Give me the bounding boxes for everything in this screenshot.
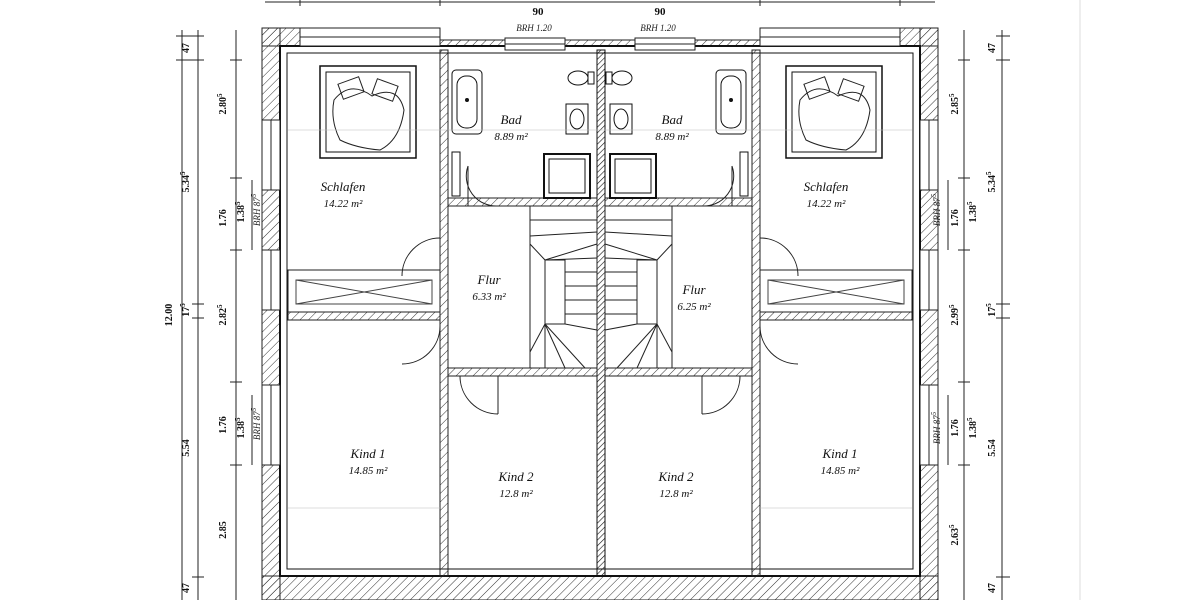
room-kind1-left: Kind 1 14.85 m² xyxy=(349,446,388,477)
rdim-263: 2.635 xyxy=(948,524,961,546)
top-dim-right: 90 xyxy=(655,6,667,18)
ldim-280: 2.805 xyxy=(216,93,229,115)
rdim-285: 2.855 xyxy=(948,93,961,115)
staircase-left xyxy=(529,205,598,369)
toilet-icon xyxy=(567,70,595,86)
ldim-47-top: 47 xyxy=(181,43,192,53)
room-area: 14.22 m² xyxy=(807,198,846,210)
room-name: Bad xyxy=(662,112,683,127)
room-area: 8.89 m² xyxy=(494,131,528,143)
room-name: Flur xyxy=(681,282,706,297)
room-flur-left: Flur 6.33 m² xyxy=(472,272,506,303)
room-name: Schlafen xyxy=(804,179,849,194)
bathtub-icon xyxy=(451,69,483,135)
brh-left-a: BRH 875 xyxy=(250,193,262,226)
room-name: Schlafen xyxy=(321,179,366,194)
room-bad-right: Bad 8.89 m² xyxy=(655,112,689,143)
room-area: 14.85 m² xyxy=(821,465,860,477)
rdim-554: 5.54 xyxy=(987,439,998,457)
room-area: 12.8 m² xyxy=(499,488,533,500)
ldim-176-a: 1.76 xyxy=(218,209,229,227)
toilet-icon xyxy=(605,70,633,86)
interior-walls-left xyxy=(287,49,598,577)
brh-right-b: BRH 875 xyxy=(930,411,942,444)
sink-icon xyxy=(609,103,633,135)
dimension-guides xyxy=(176,30,1010,600)
heater-icon xyxy=(739,151,749,197)
ldim-282: 2.825 xyxy=(216,304,229,326)
room-flur-right: Flur 6.25 m² xyxy=(677,282,711,313)
sink-icon xyxy=(565,103,589,135)
rdim-47-top: 47 xyxy=(987,43,998,53)
ldim-138-b: 1.385 xyxy=(234,417,247,439)
top-dimension-line xyxy=(265,0,935,6)
room-bad-left: Bad 8.89 m² xyxy=(494,112,528,143)
ldim-total: 12.00 xyxy=(164,304,175,327)
rdim-47-bot: 47 xyxy=(987,583,998,593)
room-area: 12.8 m² xyxy=(659,488,693,500)
ldim-534: 5.345 xyxy=(179,171,192,193)
heater-icon xyxy=(451,151,461,197)
room-schlafen-right: Schlafen 14.22 m² xyxy=(804,179,849,210)
shower-icon xyxy=(609,153,657,199)
room-name: Kind 2 xyxy=(497,469,534,484)
bathtub-icon xyxy=(715,69,747,135)
brh-top-right: BRH 1.20 xyxy=(640,23,676,33)
staircase-right xyxy=(604,205,673,369)
rdim-138-a: 1.385 xyxy=(966,201,979,223)
room-name: Kind 1 xyxy=(821,446,857,461)
brh-top-left: BRH 1.20 xyxy=(516,23,552,33)
ldim-554: 5.54 xyxy=(181,439,192,457)
ldim-176-b: 1.76 xyxy=(218,416,229,434)
room-area: 14.85 m² xyxy=(349,465,388,477)
bed-icon xyxy=(785,65,883,159)
room-kind2-right: Kind 2 12.8 m² xyxy=(657,469,694,500)
room-name: Kind 2 xyxy=(657,469,694,484)
brh-left-b: BRH 875 xyxy=(250,407,262,440)
room-area: 6.25 m² xyxy=(677,301,711,313)
ldim-17: 175 xyxy=(179,303,192,317)
room-name: Bad xyxy=(501,112,522,127)
ldim-47-bot: 47 xyxy=(181,583,192,593)
rdim-17: 175 xyxy=(985,303,998,317)
rdim-534: 5.345 xyxy=(985,171,998,193)
top-dim-left: 90 xyxy=(533,6,545,18)
rdim-176-b: 1.76 xyxy=(950,419,961,437)
room-kind2-left: Kind 2 12.8 m² xyxy=(497,469,534,500)
room-name: Kind 1 xyxy=(349,446,385,461)
shower-icon xyxy=(543,153,591,199)
room-area: 8.89 m² xyxy=(655,131,689,143)
door-swings xyxy=(401,165,799,415)
ldim-138-a: 1.385 xyxy=(234,201,247,223)
top-windows xyxy=(299,27,901,51)
room-name: Flur xyxy=(476,272,501,287)
rdim-299: 2.995 xyxy=(948,304,961,326)
ldim-285: 2.85 xyxy=(218,521,229,539)
brh-right-a: BRH 875 xyxy=(930,193,942,226)
room-area: 6.33 m² xyxy=(472,291,506,303)
room-kind1-right: Kind 1 14.85 m² xyxy=(821,446,860,477)
interior-walls-right xyxy=(604,49,913,577)
room-area: 14.22 m² xyxy=(324,198,363,210)
bed-icon xyxy=(319,65,417,159)
side-windows xyxy=(261,119,939,466)
rdim-138-b: 1.385 xyxy=(966,417,979,439)
party-wall xyxy=(596,49,606,577)
room-schlafen-left: Schlafen 14.22 m² xyxy=(321,179,366,210)
rdim-176-a: 1.76 xyxy=(950,209,961,227)
